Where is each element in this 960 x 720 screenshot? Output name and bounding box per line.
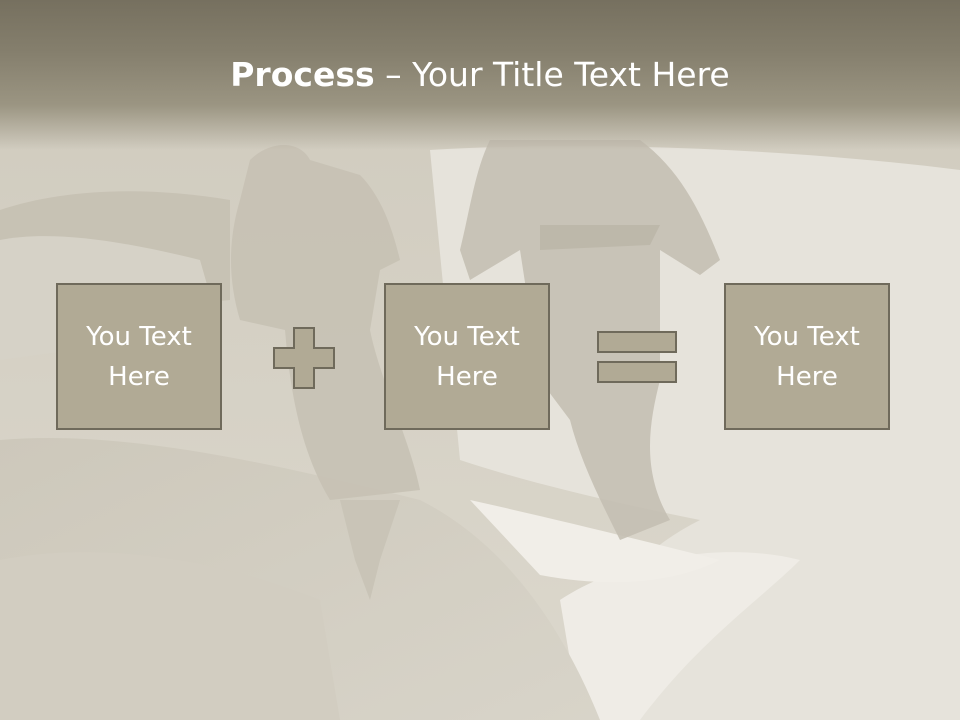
title-bold: Process [230, 55, 375, 94]
slide-title: Process – Your Title Text Here [0, 52, 960, 98]
process-box-3[interactable]: You Text Here [724, 283, 890, 430]
title-bar [0, 0, 960, 150]
equals-icon [597, 331, 677, 383]
plus-icon [273, 327, 335, 389]
process-box-1[interactable]: You Text Here [56, 283, 222, 430]
title-rest: – Your Title Text Here [374, 55, 730, 94]
process-box-2-label: You Text Here [414, 321, 520, 392]
process-box-2[interactable]: You Text Here [384, 283, 550, 430]
process-box-1-label: You Text Here [86, 321, 192, 392]
process-box-3-label: You Text Here [754, 321, 860, 392]
